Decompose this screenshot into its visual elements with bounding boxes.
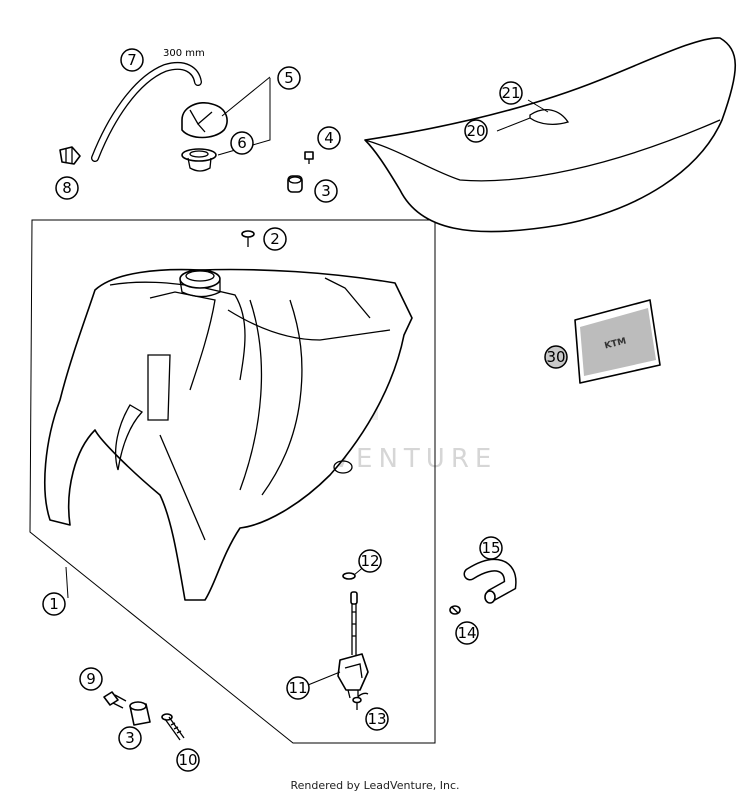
sticker-part-30[interactable]: KTM	[574, 299, 661, 384]
svg-text:9: 9	[86, 670, 96, 688]
svg-text:4: 4	[324, 129, 334, 147]
svg-text:15: 15	[481, 539, 500, 557]
svg-text:6: 6	[237, 134, 247, 152]
svg-text:20: 20	[466, 122, 485, 140]
svg-text:3: 3	[321, 182, 331, 200]
callout-3: 3	[314, 179, 338, 203]
seat-part-20[interactable]	[364, 37, 737, 233]
svg-text:8: 8	[62, 179, 72, 197]
screw-part-2[interactable]	[241, 230, 255, 247]
callout-9: 9	[79, 667, 103, 691]
svg-text:12: 12	[360, 552, 379, 570]
callout-10: 10	[176, 748, 200, 772]
hose-clamp-part-14[interactable]	[449, 605, 461, 615]
footer-credit: Rendered by LeadVenture, Inc.	[290, 779, 459, 792]
screw-part-13[interactable]	[352, 696, 362, 711]
bolt-part-9[interactable]	[103, 691, 127, 709]
svg-text:7: 7	[127, 51, 137, 69]
callout-5: 5	[277, 66, 301, 90]
svg-text:14: 14	[457, 624, 476, 642]
svg-text:5: 5	[284, 69, 294, 87]
tank-group-frame	[29, 219, 436, 744]
callout-21: 21	[499, 81, 523, 105]
rubber-bushing-part-3-lower[interactable]	[129, 701, 151, 726]
callout-3-lower: 3	[118, 726, 142, 750]
callout-1: 1	[42, 592, 66, 616]
svg-text:2: 2	[270, 230, 280, 248]
svg-text:21: 21	[501, 84, 520, 102]
o-ring-part-12[interactable]	[342, 572, 356, 580]
cap-gasket-part-6[interactable]	[181, 148, 217, 172]
svg-text:3: 3	[125, 729, 135, 747]
screw-part-4[interactable]	[304, 151, 314, 164]
svg-text:30: 30	[546, 348, 565, 366]
fuel-tank[interactable]	[44, 268, 413, 601]
callout-2: 2	[263, 227, 287, 251]
svg-text:1: 1	[49, 595, 59, 613]
breather-valve-part-8[interactable]	[59, 146, 81, 165]
callout-12: 12	[358, 549, 382, 573]
callout-30: 30	[544, 345, 568, 369]
callout-20: 20	[464, 119, 488, 143]
fuel-tap-part-11[interactable]	[337, 591, 369, 701]
callout-6: 6	[230, 131, 254, 155]
callout-4: 4	[317, 126, 341, 150]
svg-text:11: 11	[288, 679, 307, 697]
hose-length-note: 300 mm	[163, 48, 205, 59]
fuel-line-part-15[interactable]	[463, 558, 517, 604]
rubber-bushing-part-3[interactable]	[287, 175, 303, 193]
screw-part-10[interactable]	[161, 713, 185, 741]
callout-7: 7	[120, 48, 144, 72]
callout-11: 11	[286, 676, 310, 700]
callout-13: 13	[365, 707, 389, 731]
svg-text:13: 13	[367, 710, 386, 728]
callout-8: 8	[55, 176, 79, 200]
callout-15: 15	[479, 536, 503, 560]
svg-text:10: 10	[178, 751, 197, 769]
tank-cap-part-5[interactable]	[181, 102, 228, 139]
fuel-hose-part-7[interactable]	[91, 61, 202, 162]
callout-14: 14	[455, 621, 479, 645]
